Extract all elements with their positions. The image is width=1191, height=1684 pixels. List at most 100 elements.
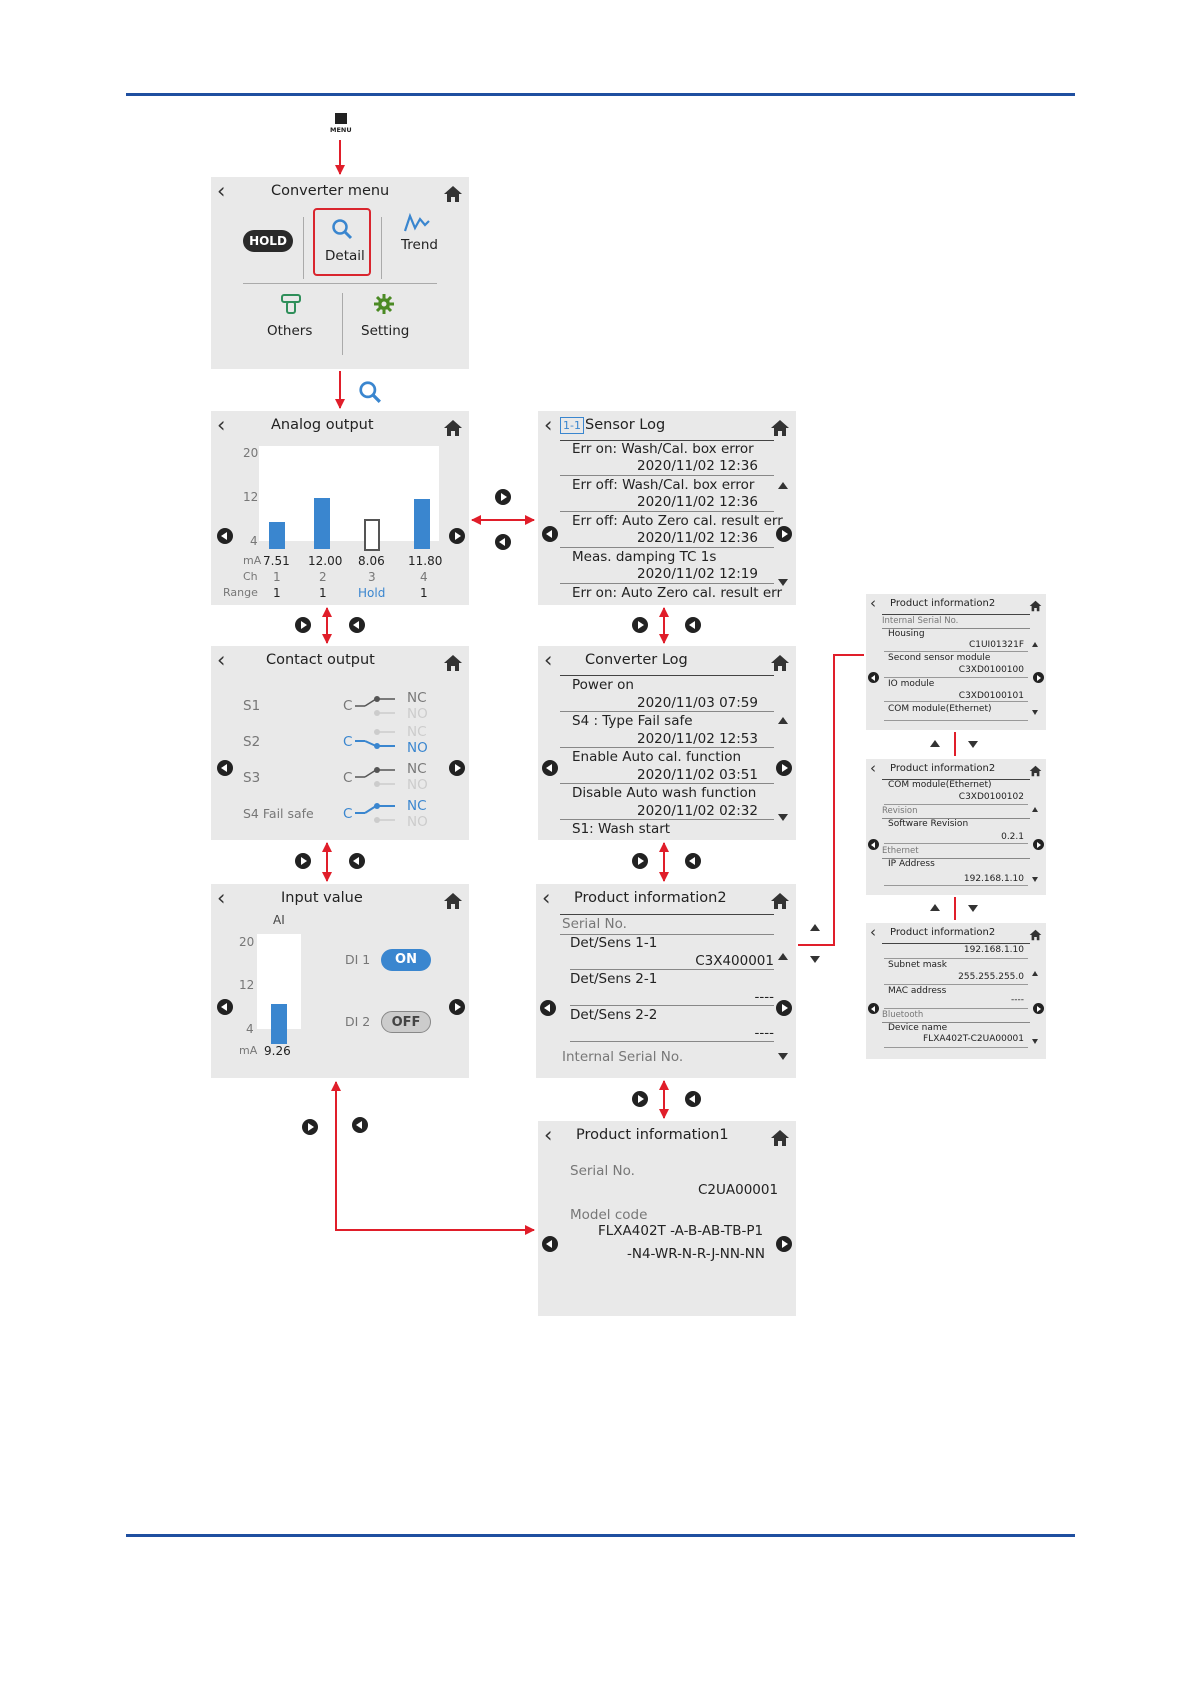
- back-icon[interactable]: ‹: [217, 413, 226, 437]
- top-rule: [126, 93, 1075, 96]
- home-icon[interactable]: [1029, 929, 1042, 941]
- prev-page-button[interactable]: [542, 760, 558, 776]
- screen-title: Input value: [281, 890, 363, 906]
- detail-button[interactable]: Detail: [313, 208, 371, 276]
- prev-page-button[interactable]: [868, 1003, 879, 1014]
- scroll-down-icon[interactable]: [1032, 1039, 1038, 1044]
- home-icon[interactable]: [1029, 765, 1042, 777]
- list-item[interactable]: Det/Sens 2-2----: [570, 1007, 774, 1042]
- list-item[interactable]: 192.168.1.10: [884, 944, 1028, 959]
- scroll-up-icon[interactable]: [778, 717, 788, 724]
- di2-toggle[interactable]: OFF: [381, 1011, 431, 1033]
- scroll-up-icon[interactable]: [778, 482, 788, 489]
- home-icon[interactable]: [770, 419, 790, 437]
- list-item[interactable]: COM module(Ethernet): [884, 704, 1028, 721]
- next-page-button[interactable]: [1033, 1003, 1044, 1014]
- scroll-down-icon[interactable]: [1032, 710, 1038, 715]
- back-icon[interactable]: ‹: [542, 886, 551, 910]
- next-page-button[interactable]: [1033, 839, 1044, 850]
- back-icon[interactable]: ‹: [544, 648, 553, 672]
- home-icon[interactable]: [770, 892, 790, 910]
- list-item[interactable]: S1: Wash start: [572, 821, 671, 837]
- home-icon[interactable]: [770, 654, 790, 672]
- home-icon[interactable]: [1029, 600, 1042, 612]
- screen-title: Product information2: [890, 598, 996, 609]
- scroll-down-icon[interactable]: [778, 1053, 788, 1060]
- scroll-down-icon[interactable]: [778, 579, 788, 586]
- scroll-up-icon[interactable]: [778, 953, 788, 960]
- next-page-button[interactable]: [776, 760, 792, 776]
- scroll-up-icon[interactable]: [1032, 642, 1038, 647]
- menu-icon[interactable]: MENU: [330, 113, 352, 137]
- prev-page-button[interactable]: [217, 999, 233, 1015]
- next-page-button[interactable]: [1033, 672, 1044, 683]
- back-icon[interactable]: ‹: [217, 648, 226, 672]
- home-icon[interactable]: [443, 419, 463, 437]
- next-page-button[interactable]: [776, 1236, 792, 1252]
- home-icon[interactable]: [443, 654, 463, 672]
- setting-button[interactable]: Setting: [353, 293, 423, 353]
- range-label: Range: [223, 586, 258, 599]
- back-icon[interactable]: ‹: [217, 179, 226, 203]
- next-page-button[interactable]: [776, 1000, 792, 1016]
- list-item[interactable]: COM module(Ethernet)C3XD0100102: [884, 780, 1028, 805]
- back-icon[interactable]: ‹: [544, 413, 553, 437]
- next-page-button[interactable]: [449, 528, 465, 544]
- next-page-button[interactable]: [776, 526, 792, 542]
- prev-page-button[interactable]: [542, 1236, 558, 1252]
- prev-page-button[interactable]: [217, 760, 233, 776]
- list-item[interactable]: MAC address----: [884, 986, 1028, 1009]
- list-item[interactable]: Det/Sens 2-1----: [570, 971, 774, 1006]
- next-icon: [632, 617, 648, 633]
- prev-page-button[interactable]: [868, 672, 879, 683]
- scroll-up-icon[interactable]: [1032, 971, 1038, 976]
- contact-c: C: [343, 734, 353, 750]
- di2-label: DI 2: [345, 1014, 371, 1029]
- prev-page-button[interactable]: [540, 1000, 556, 1016]
- others-button[interactable]: Others: [263, 293, 323, 353]
- next-page-button[interactable]: [449, 999, 465, 1015]
- back-icon[interactable]: ‹: [870, 759, 876, 777]
- screen-title: Product information2: [890, 927, 996, 938]
- next-page-button[interactable]: [449, 760, 465, 776]
- scroll-up-icon[interactable]: [1032, 807, 1038, 812]
- hold-button[interactable]: HOLD: [243, 230, 293, 252]
- axis-label: 4: [246, 1022, 254, 1036]
- prev-icon: [685, 853, 701, 869]
- back-icon[interactable]: ‹: [870, 594, 876, 612]
- analog-output-screen: ‹ Analog output 20 12 4 mA Ch Range 7.51…: [211, 411, 469, 605]
- scroll-down-icon[interactable]: [1032, 877, 1038, 882]
- home-icon[interactable]: [443, 185, 463, 203]
- home-icon[interactable]: [770, 1129, 790, 1147]
- trend-button[interactable]: Trend: [391, 213, 447, 271]
- prev-page-button[interactable]: [217, 528, 233, 544]
- prev-page-button[interactable]: [542, 526, 558, 542]
- product-info2-network-screen: ‹ Product information2 192.168.1.10 Subn…: [866, 923, 1046, 1059]
- di1-toggle[interactable]: ON: [381, 949, 431, 971]
- back-icon[interactable]: ‹: [544, 1123, 553, 1147]
- home-icon[interactable]: [443, 892, 463, 910]
- back-icon[interactable]: ‹: [870, 923, 876, 941]
- prev-page-button[interactable]: [868, 839, 879, 850]
- list-item[interactable]: Err on: Auto Zero cal. result err: [572, 585, 783, 601]
- back-icon[interactable]: ‹: [217, 886, 226, 910]
- scroll-down-icon[interactable]: [778, 814, 788, 821]
- screen-title: Contact output: [266, 652, 375, 668]
- magnifier-icon: [332, 219, 353, 240]
